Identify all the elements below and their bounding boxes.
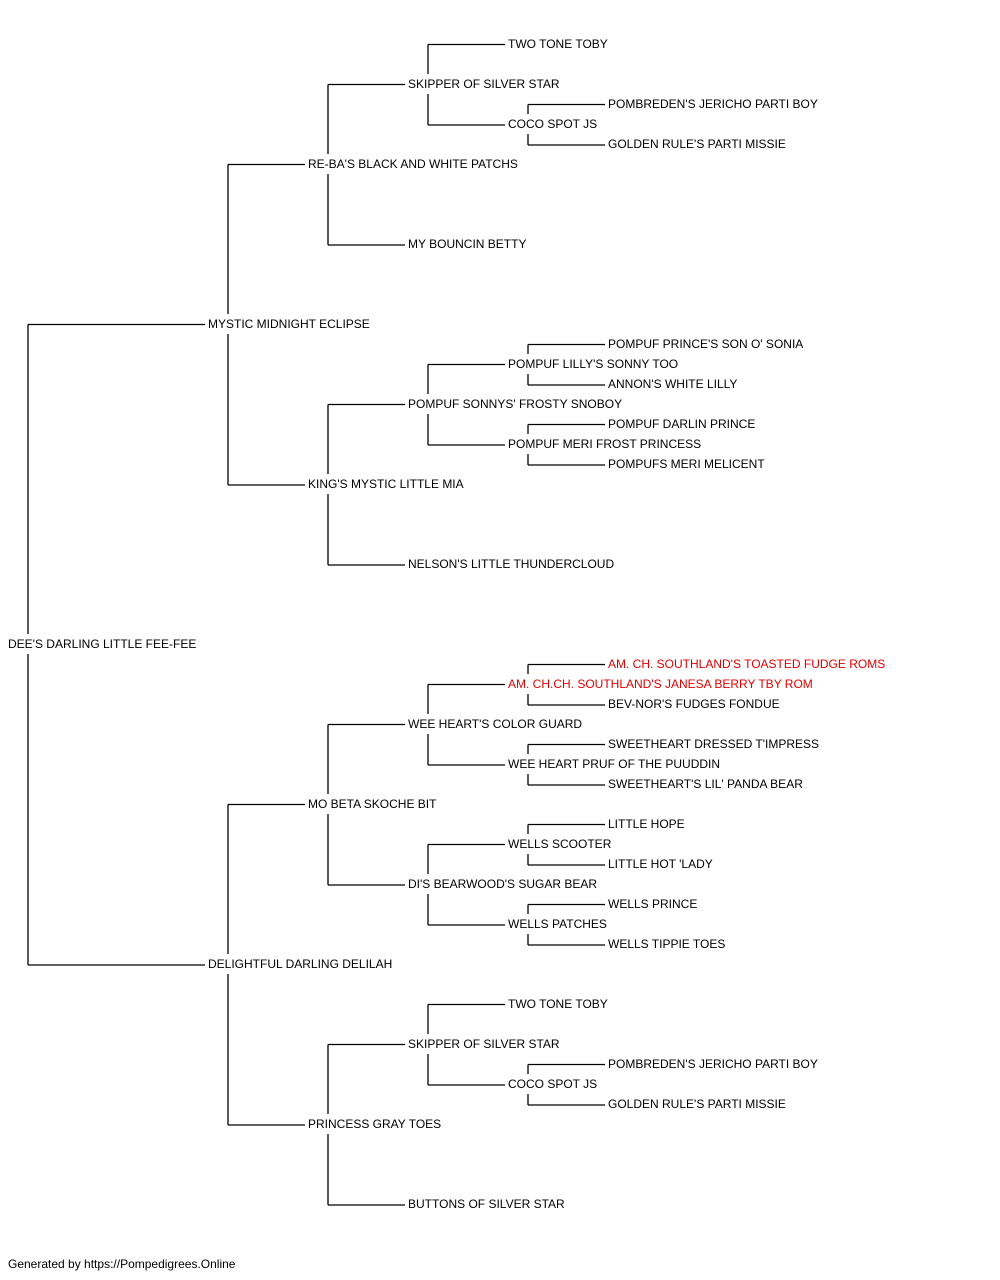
ancestor-name: WELLS SCOOTER — [508, 837, 614, 851]
ancestor-name: POMPUF SONNYS' FROSTY SNOBOY — [408, 397, 625, 411]
ancestor-name: SKIPPER OF SILVER STAR — [408, 77, 562, 91]
ancestor-name: KING'S MYSTIC LITTLE MIA — [308, 477, 466, 491]
ancestor-name: TWO TONE TOBY — [508, 37, 610, 51]
ancestor-name: POMPUFS MERI MELICENT — [608, 457, 767, 471]
ancestor-name: SKIPPER OF SILVER STAR — [408, 1037, 562, 1051]
ancestor-name: POMBREDEN'S JERICHO PARTI BOY — [608, 97, 820, 111]
ancestor-name: RE-BA'S BLACK AND WHITE PATCHS — [308, 157, 520, 171]
ancestor-name: MO BETA SKOCHE BIT — [308, 797, 439, 811]
ancestor-name: COCO SPOT JS — [508, 117, 600, 131]
ancestor-name: POMPUF MERI FROST PRINCESS — [508, 437, 704, 451]
ancestor-name: POMPUF PRINCE'S SON O' SONIA — [608, 337, 806, 351]
ancestor-name: GOLDEN RULE'S PARTI MISSIE — [608, 1097, 788, 1111]
ancestor-name: BUTTONS OF SILVER STAR — [408, 1197, 567, 1211]
ancestor-name: DI'S BEARWOOD'S SUGAR BEAR — [408, 877, 600, 891]
ancestor-name: MYSTIC MIDNIGHT ECLIPSE — [208, 317, 372, 331]
ancestor-name: WELLS PATCHES — [508, 917, 609, 931]
ancestor-name: SWEETHEART DRESSED T'IMPRESS — [608, 737, 822, 751]
ancestor-name: WELLS TIPPIE TOES — [608, 937, 728, 951]
ancestor-name: WEE HEART PRUF OF THE PUUDDIN — [508, 757, 723, 771]
ancestor-name: SWEETHEART'S LIL' PANDA BEAR — [608, 777, 805, 791]
ancestor-name: DELIGHTFUL DARLING DELILAH — [208, 957, 395, 971]
ancestor-name: AM. CH. SOUTHLAND'S TOASTED FUDGE ROMS — [608, 657, 888, 671]
ancestor-name: TWO TONE TOBY — [508, 997, 610, 1011]
generated-by-footer: Generated by https://Pompedigrees.Online — [8, 1257, 236, 1271]
ancestor-name: LITTLE HOT 'LADY — [608, 857, 715, 871]
ancestor-name: ANNON'S WHITE LILLY — [608, 377, 740, 391]
subject-dog-name: DEE'S DARLING LITTLE FEE-FEE — [8, 637, 199, 651]
ancestor-name: NELSON'S LITTLE THUNDERCLOUD — [408, 557, 617, 571]
ancestor-name: MY BOUNCIN BETTY — [408, 237, 529, 251]
ancestor-name: POMBREDEN'S JERICHO PARTI BOY — [608, 1057, 820, 1071]
ancestor-name: POMPUF DARLIN PRINCE — [608, 417, 758, 431]
ancestor-name: LITTLE HOPE — [608, 817, 687, 831]
ancestor-name: BEV-NOR'S FUDGES FONDUE — [608, 697, 782, 711]
ancestor-name: WEE HEART'S COLOR GUARD — [408, 717, 585, 731]
ancestor-name: GOLDEN RULE'S PARTI MISSIE — [608, 137, 788, 151]
ancestor-name: WELLS PRINCE — [608, 897, 700, 911]
ancestor-name: POMPUF LILLY'S SONNY TOO — [508, 357, 681, 371]
ancestor-name: COCO SPOT JS — [508, 1077, 600, 1091]
ancestor-name: PRINCESS GRAY TOES — [308, 1117, 444, 1131]
ancestor-name: AM. CH.CH. SOUTHLAND'S JANESA BERRY TBY … — [508, 677, 815, 691]
